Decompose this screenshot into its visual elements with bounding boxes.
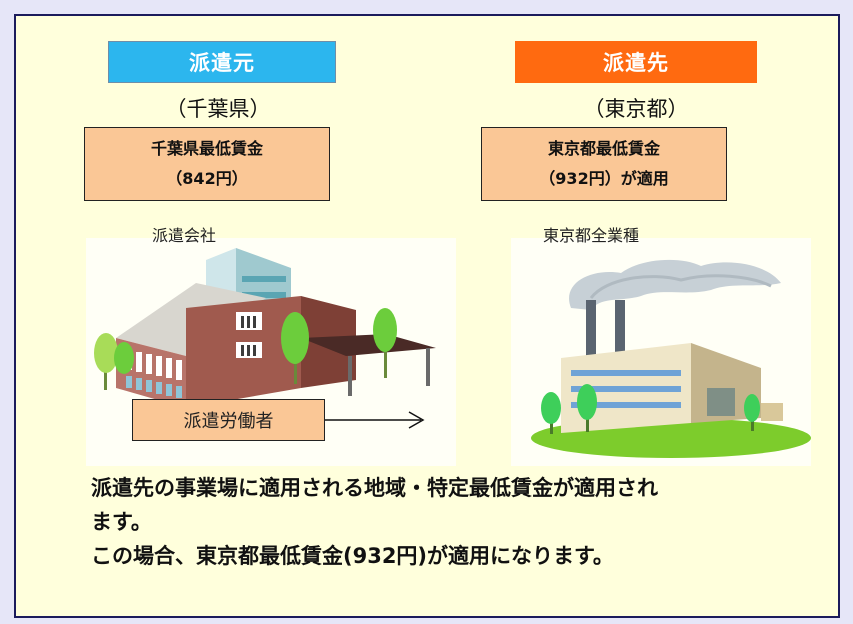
destination-wage-amount: （932円）が適用 xyxy=(539,169,669,188)
explanation-text: 派遣先の事業場に適用される地域・特定最低賃金が適用され ます。 この場合、東京都… xyxy=(91,471,853,573)
right-arrow-icon xyxy=(325,411,425,429)
diagram-panel: 派遣元 派遣先 （千葉県） （東京都） 千葉県最低賃金 （842円） 東京都最低… xyxy=(14,14,840,618)
origin-wage-box: 千葉県最低賃金 （842円） xyxy=(84,127,330,201)
explanation-line-1: 派遣先の事業場に適用される地域・特定最低賃金が適用され xyxy=(91,476,658,500)
origin-region: （千葉県） xyxy=(165,97,271,121)
destination-tag: 派遣先 xyxy=(515,41,757,83)
origin-wage-amount: （842円） xyxy=(166,169,248,188)
destination-wage-title: 東京都最低賃金 xyxy=(547,139,660,158)
origin-caption: 派遣会社 xyxy=(152,226,217,245)
explanation-line-3: この場合、東京都最低賃金(932円)が適用になります。 xyxy=(91,544,614,568)
factory-icon xyxy=(511,238,811,466)
destination-region: （東京都） xyxy=(583,97,689,121)
destination-wage-box: 東京都最低賃金 （932円）が適用 xyxy=(481,127,727,201)
origin-wage-title: 千葉県最低賃金 xyxy=(150,139,263,158)
explanation-line-2: ます。 xyxy=(91,510,152,534)
destination-caption: 東京都全業種 xyxy=(543,226,640,245)
worker-label: 派遣労働者 xyxy=(132,399,325,441)
origin-tag: 派遣元 xyxy=(108,41,336,83)
